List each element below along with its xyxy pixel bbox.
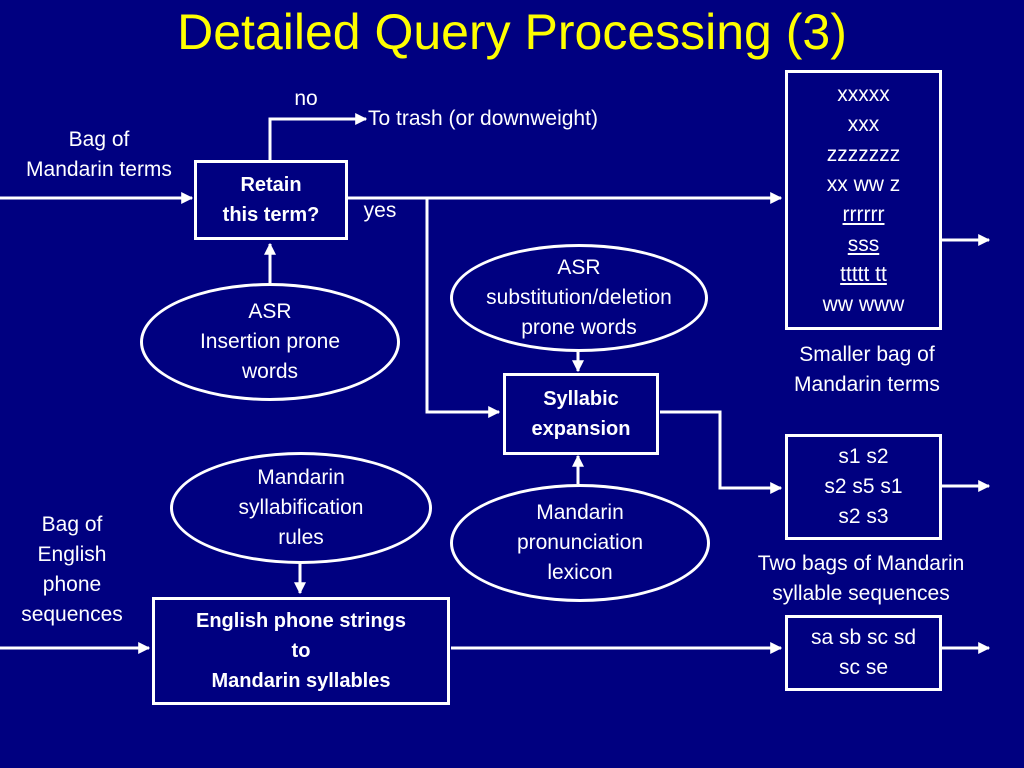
smaller-bag-caption: Smaller bag of Mandarin terms — [794, 343, 940, 396]
asr-substitution-oval: ASR substitution/deletion prone words — [450, 244, 708, 352]
syllable-sequence: s1 s2 — [838, 445, 889, 468]
syllabification-rules-oval: Mandarin syllabification rules — [170, 452, 432, 564]
syllable-sequence: s2 s5 s1 — [824, 475, 903, 498]
smaller-bag-term: rrrrrr — [842, 203, 885, 226]
smaller-bag-term: xx ww z — [826, 173, 901, 196]
retain-term-box: Retain this term? — [194, 160, 348, 240]
english-input-label: Bag of English phone sequences — [21, 513, 123, 626]
syllable-bags-box: s1 s2 s2 s5 s1 s2 s3 — [785, 434, 942, 540]
smaller-bag-term: sss — [847, 233, 880, 256]
english-syllables-box: sa sb sc sd sc se — [785, 615, 942, 691]
arrow-expansion-to-bags — [660, 410, 783, 494]
syllabic-expansion-box: Syllabic expansion — [503, 373, 659, 455]
smaller-bag-box: xxxxx xxx zzzzzzz xx ww z rrrrrr sss ttt… — [785, 70, 942, 330]
smaller-bag-term: ww www — [822, 293, 905, 316]
trash-label: To trash (or downweight) — [368, 107, 598, 130]
page-title: Detailed Query Processing (3) — [177, 4, 847, 60]
arrow-yes-branch — [425, 198, 501, 418]
asr-insertion-oval: ASR Insertion prone words — [140, 283, 400, 401]
no-label: no — [294, 87, 318, 110]
syllable-sequence: s2 s3 — [838, 505, 889, 528]
smaller-bag-term: ttttt tt — [840, 263, 887, 286]
syllable-sequence: sa sb sc sd — [810, 626, 917, 649]
syllable-sequence: sc se — [838, 656, 888, 679]
phone-to-syllable-box: English phone strings to Mandarin syllab… — [152, 597, 450, 705]
smaller-bag-term: xxxxx — [837, 83, 890, 106]
smaller-bag-term: xxx — [847, 113, 880, 136]
arrow-no-branch — [268, 113, 368, 160]
mandarin-input-label: Bag of Mandarin terms — [26, 128, 172, 181]
pronunciation-lexicon-oval: Mandarin pronunciation lexicon — [450, 484, 710, 602]
yes-label: yes — [363, 199, 397, 222]
syllable-bags-caption: Two bags of Mandarin syllable sequences — [757, 552, 965, 605]
smaller-bag-term: zzzzzzz — [826, 143, 901, 166]
